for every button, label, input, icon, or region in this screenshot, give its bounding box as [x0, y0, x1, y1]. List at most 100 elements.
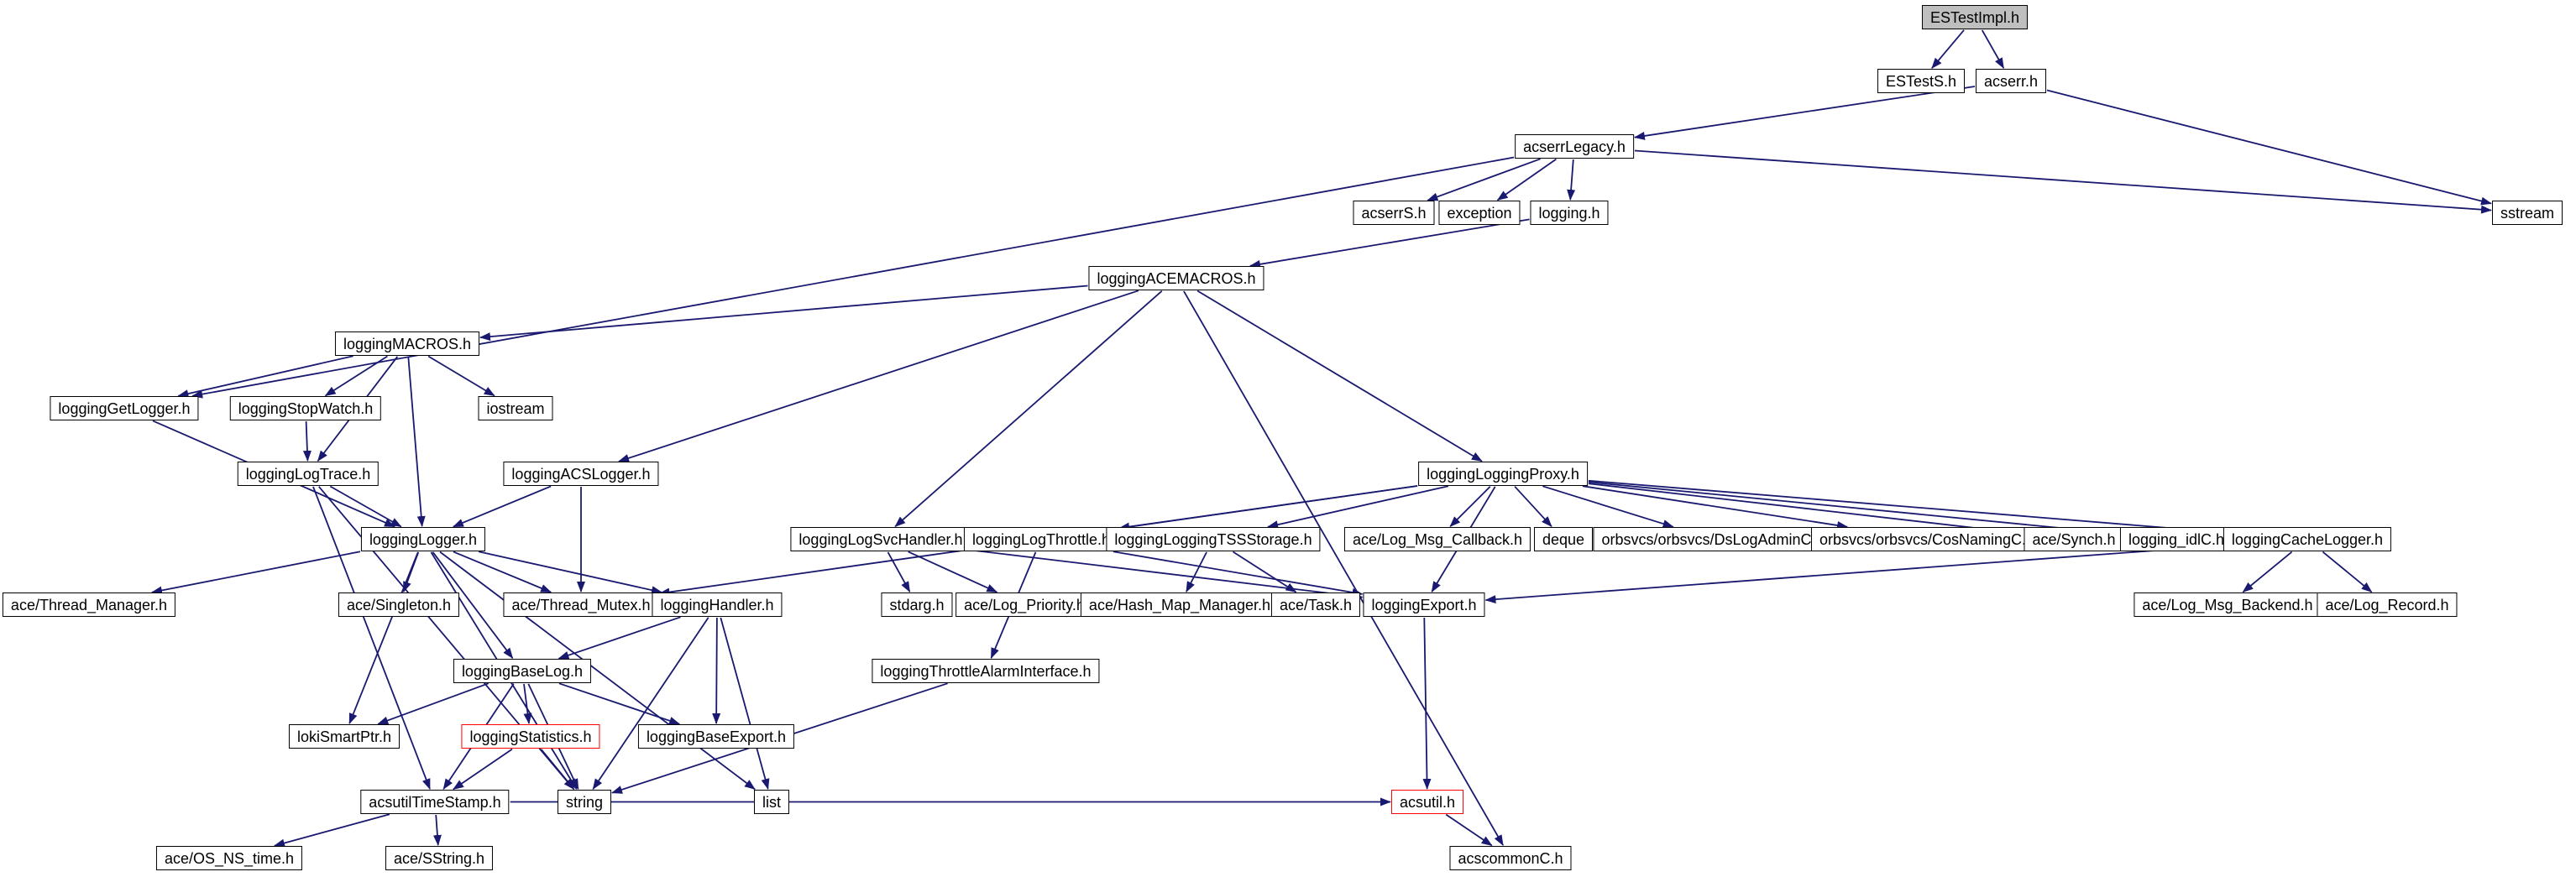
node-acetask[interactable]: ace/Task.h	[1270, 592, 1361, 617]
node-hashmapmanager[interactable]: ace/Hash_Map_Manager.h	[1080, 592, 1280, 617]
node-string[interactable]: string	[557, 790, 612, 814]
edge-statistics-timestamp	[453, 748, 513, 791]
edge-loggingproxy-logmsgcallback	[1449, 486, 1491, 528]
node-sstring[interactable]: ace/SString.h	[385, 846, 494, 870]
node-estestimpl[interactable]: ESTestImpl.h	[1921, 5, 2029, 29]
node-lokismartptr[interactable]: lokiSmartPtr.h	[288, 724, 401, 749]
node-threadmanager[interactable]: ace/Thread_Manager.h	[2, 592, 176, 617]
edge-logger-list	[439, 551, 756, 791]
edge-logsvchandler-export	[971, 549, 1364, 601]
edge-acserrlegacy-sstream	[1634, 149, 2492, 214]
node-osnstime[interactable]: ace/OS_NS_time.h	[155, 846, 303, 870]
node-baseexport[interactable]: loggingBaseExport.h	[637, 724, 795, 749]
node-dslogadminc[interactable]: orbsvcs/orbsvcs/DsLogAdminC.h	[1593, 527, 1833, 551]
edge-cachelogger-logrecord	[2322, 551, 2373, 593]
edge-logsvchandler-logpriority	[908, 551, 998, 593]
edge-loggingproxy-deque	[1514, 486, 1552, 528]
node-logsvchandler[interactable]: loggingLogSvcHandler.h	[790, 527, 971, 551]
node-getlogger[interactable]: loggingGetLogger.h	[50, 396, 199, 420]
edge-acemacros-loggingproxy	[1196, 290, 1483, 462]
node-logmsgcallback[interactable]: ace/Log_Msg_Callback.h	[1343, 527, 1531, 551]
edge-logtrace-logger	[329, 485, 402, 528]
node-loggingidlc[interactable]: logging_idlC.h	[2119, 527, 2233, 551]
node-acslogger[interactable]: loggingACSLogger.h	[503, 462, 659, 486]
edge-acserrlegacy-logging	[1567, 159, 1576, 201]
edge-acserrlegacy-exception	[1496, 158, 1557, 201]
node-tssstorage[interactable]: loggingLoggingTSSStorage.h	[1106, 527, 1321, 551]
node-exception[interactable]: exception	[1438, 201, 1521, 225]
edge-handler-string	[592, 617, 709, 791]
node-macros[interactable]: loggingMACROS.h	[334, 331, 480, 356]
node-deque[interactable]: deque	[1533, 527, 1594, 551]
node-acserrlegacy[interactable]: acserrLegacy.h	[1515, 134, 1634, 159]
edge-acemacros-acscommonc	[1183, 290, 1504, 846]
node-export[interactable]: loggingExport.h	[1363, 592, 1485, 617]
node-baselog[interactable]: loggingBaseLog.h	[453, 659, 592, 683]
node-logmsgbackend[interactable]: ace/Log_Msg_Backend.h	[2134, 592, 2322, 617]
node-cosnamingc[interactable]: orbsvcs/orbsvcs/CosNamingC.h	[1810, 527, 2044, 551]
edge-loggingproxy-tssstorage	[1267, 485, 1449, 530]
edge-acsutil-acscommonc	[1445, 813, 1493, 847]
edge-logger-handler	[478, 551, 662, 595]
node-estests[interactable]: ESTestS.h	[1877, 69, 1966, 93]
node-stopwatch[interactable]: loggingStopWatch.h	[229, 396, 382, 420]
node-acscommonc[interactable]: acscommonC.h	[1449, 846, 1572, 870]
edge-logthrottle-export	[1113, 551, 1364, 597]
edge-loggingproxy-acesynch	[1588, 483, 2024, 537]
node-cachelogger[interactable]: loggingCacheLogger.h	[2223, 527, 2392, 551]
edge-baselog-lokismartptr	[377, 682, 490, 725]
edge-macros-iostream	[427, 355, 495, 397]
edge-loggingproxy-loggingidlc	[1588, 481, 2120, 537]
edge-timestamp-sstring	[432, 814, 442, 846]
node-acemacros[interactable]: loggingACEMACROS.h	[1088, 266, 1264, 290]
node-logging[interactable]: logging.h	[1530, 201, 1609, 225]
edge-acserr-sstream	[2046, 89, 2492, 206]
edge-logtrace-timestamp	[312, 486, 431, 791]
node-acesynch[interactable]: ace/Synch.h	[2024, 527, 2124, 551]
edge-loggingproxy-cosnamingc	[1582, 485, 1849, 530]
node-logrecord[interactable]: ace/Log_Record.h	[2317, 592, 2458, 617]
node-logpriority[interactable]: ace/Log_Priority.h	[956, 592, 1093, 617]
node-handler[interactable]: loggingHandler.h	[652, 592, 783, 617]
edge-macros-logger	[407, 356, 426, 527]
node-throttlealarm[interactable]: loggingThrottleAlarmInterface.h	[872, 659, 1100, 683]
edge-logger-baselog	[432, 551, 514, 659]
edge-handler-baseexport	[712, 617, 721, 724]
edge-handler-list	[720, 617, 770, 790]
node-loggingproxy[interactable]: loggingLoggingProxy.h	[1418, 462, 1588, 486]
node-acsutil[interactable]: acsutil.h	[1390, 790, 1464, 814]
edge-macros-stopwatch	[324, 355, 388, 397]
edge-handler-baselog	[558, 616, 681, 660]
edge-tssstorage-acetask	[1233, 551, 1297, 593]
edge-acemacros-logsvchandler	[894, 290, 1163, 527]
edge-export-acsutil	[1422, 617, 1432, 790]
edge-estestimpl-estests	[1931, 29, 1965, 69]
edge-acemacros-macros	[479, 285, 1088, 342]
node-logger[interactable]: loggingLogger.h	[360, 527, 486, 551]
node-stdarg[interactable]: stdarg.h	[881, 592, 953, 617]
edge-logging-acemacros	[1249, 218, 1530, 269]
node-threadmutex[interactable]: ace/Thread_Mutex.h	[503, 592, 659, 617]
edge-baselog-baseexport	[558, 682, 681, 725]
node-timestamp[interactable]: acsutilTimeStamp.h	[360, 790, 510, 814]
edge-acemacros-acslogger	[618, 290, 1139, 462]
edge-timestamp-osnstime	[274, 813, 390, 848]
node-list[interactable]: list	[754, 790, 789, 814]
edge-loggingproxy-cachelogger	[1588, 479, 2223, 536]
edge-acslogger-logger	[452, 485, 552, 528]
edge-logger-lokismartptr	[348, 551, 419, 725]
edge-estestimpl-acserr	[1981, 29, 2005, 69]
node-logtrace[interactable]: loggingLogTrace.h	[237, 462, 380, 486]
edge-tssstorage-hashmapmanager	[1186, 551, 1207, 592]
edge-baselog-statistics	[523, 683, 532, 724]
node-singleton[interactable]: ace/Singleton.h	[338, 592, 460, 617]
node-logthrottle[interactable]: loggingLogThrottle.h	[963, 527, 1119, 551]
node-acserrs[interactable]: acserrS.h	[1353, 201, 1435, 225]
edge-logsvchandler-stdarg	[887, 551, 911, 592]
node-acserr[interactable]: acserr.h	[1975, 69, 2047, 93]
node-sstream[interactable]: sstream	[2491, 201, 2563, 225]
node-iostream[interactable]: iostream	[478, 396, 553, 420]
edge-acserrlegacy-acserrs	[1427, 158, 1541, 201]
node-statistics[interactable]: loggingStatistics.h	[461, 724, 600, 749]
